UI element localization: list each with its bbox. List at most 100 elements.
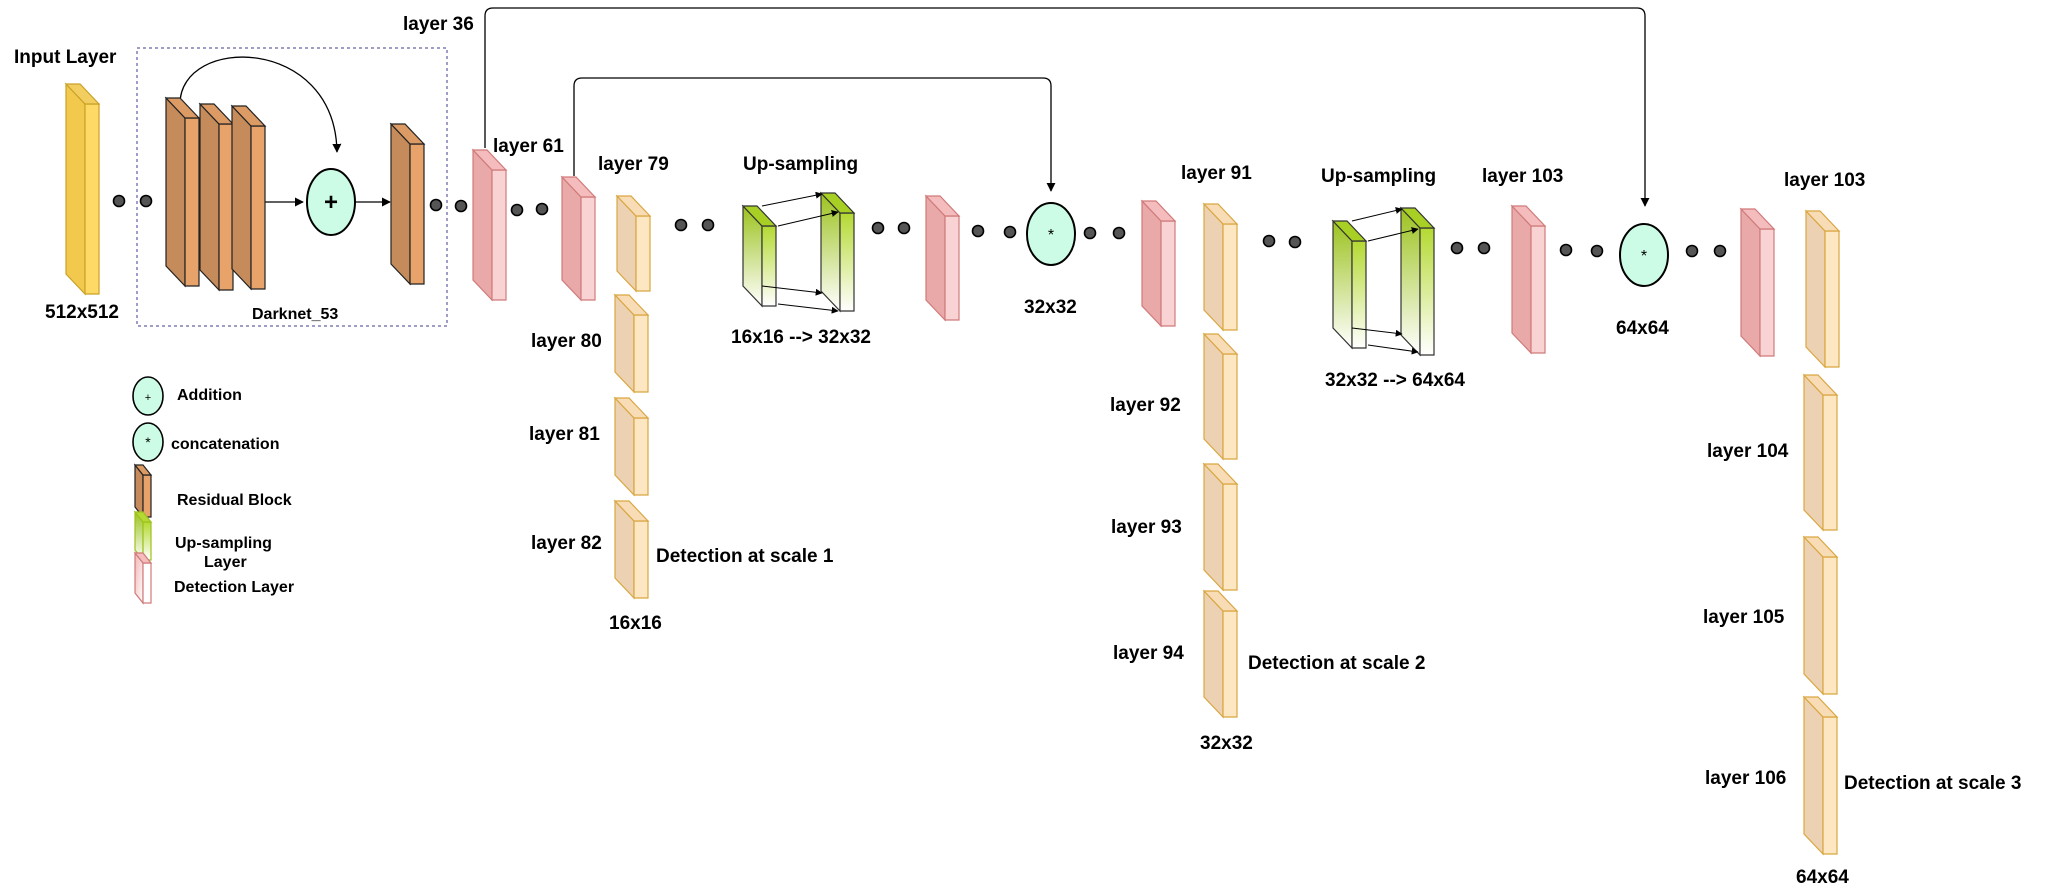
connector-dot [1003,225,1017,239]
connector-dot [971,224,985,238]
conv-layer-79 [615,194,652,293]
conv-layer-106 [1802,695,1839,856]
plus-icon: + [145,392,151,404]
layer-blocks [64,82,1841,856]
layer-103a-label: layer 103 [1482,166,1563,187]
asterisk-icon: * [1048,227,1054,244]
darknet-label: Darknet_53 [252,306,338,323]
layer-91-label: layer 91 [1181,163,1252,184]
layer-80-label: layer 80 [531,331,602,352]
connector-dot [112,194,126,208]
connector-dot [535,202,549,216]
detection-layer-61 [560,175,597,302]
residual-block-2 [198,102,235,292]
concat-2-size-label: 64x64 [1616,318,1669,339]
connector-dot [674,218,688,232]
legend-addition-label: Addition [177,387,242,404]
conv-layer-103b [1804,209,1841,369]
plus-icon: + [324,189,338,216]
layer-92-label: layer 92 [1110,395,1181,416]
connector-dot [1713,244,1727,258]
connector-dot [1262,234,1276,248]
layer-103b-label: layer 103 [1784,170,1865,191]
layer-81-label: layer 81 [529,424,600,445]
asterisk-icon: * [1641,248,1647,265]
detection-layer-pre-concat-2 [1510,204,1547,355]
layer-94-label: layer 94 [1113,643,1184,664]
residual-block-1 [164,96,201,288]
layer-106-label: layer 106 [1705,768,1786,789]
upsampling-input-1 [741,204,778,308]
skip-connection-layer-36 [484,7,1650,207]
connector-dot [871,221,885,235]
detection-layer-icon [133,551,153,605]
residual-block-icon [133,463,153,519]
residual-block-4 [389,122,426,286]
connector-dot [1590,244,1604,258]
upsampling-output-1 [819,191,856,313]
concat-1-size-label: 32x32 [1024,297,1077,318]
detection-scale-3-label: Detection at scale 3 [1844,773,2021,794]
conv-layer-81 [613,396,650,497]
connector-dot [1450,241,1464,255]
layer-82-label: layer 82 [531,533,602,554]
upsampling-2-label: Up-sampling [1321,166,1436,187]
size-64-label: 64x64 [1796,867,1849,888]
conv-layer-105 [1802,535,1839,696]
layer-61-label: layer 61 [493,136,564,157]
size-32-label: 32x32 [1200,733,1253,754]
concatenation-node-1: * [1026,202,1076,266]
detection-layer-post-concat-1 [1140,199,1177,328]
upsampling-arrows-1 [761,191,839,314]
connector-dots [112,194,1727,258]
connector-dot [1112,226,1126,240]
conv-layer-80 [613,293,650,394]
layer-104-label: layer 104 [1707,441,1789,462]
conv-layer-104 [1802,373,1839,532]
upsampling-2-dims: 32x32 --> 64x64 [1325,370,1465,391]
legend-upsampling-label-2: Layer [204,554,247,571]
asterisk-icon: * [145,434,151,450]
legend-detection-label: Detection Layer [174,579,294,596]
detection-scale-1-label: Detection at scale 1 [656,546,834,567]
conv-layer-82 [613,499,650,600]
conv-layer-94 [1202,589,1239,719]
conv-layer-93 [1202,462,1239,592]
connector-dot [454,199,468,213]
legend-concatenation-label: concatenation [171,436,279,453]
detection-scale-2-label: Detection at scale 2 [1248,653,1425,674]
upsampling-arrows-2 [1351,207,1419,355]
legend-addition: + Addition [132,376,242,416]
residual-block-3 [230,104,267,291]
upsampling-1-dims: 16x16 --> 32x32 [731,327,871,348]
residual-skip-arrow [179,56,342,153]
connector-dot [429,198,443,212]
layer-36-label: layer 36 [403,14,474,35]
layer-93-label: layer 93 [1111,517,1182,538]
conv-layer-92 [1202,332,1239,461]
skip-connection-layer-61 [573,77,1056,192]
connector-dot [1685,244,1699,258]
detection-layer-36 [471,148,508,302]
input-layer-label: Input Layer [14,47,117,68]
connector-dot [1288,235,1302,249]
layer-79-label: layer 79 [598,154,669,175]
upsampling-output-2 [1399,206,1436,357]
connector-dot [701,218,715,232]
connector-dot [897,221,911,235]
conv-layer-91 [1202,202,1239,332]
legend-concatenation: * concatenation [132,422,279,462]
connector-dot [1083,226,1097,240]
layer-105-label: layer 105 [1703,607,1785,628]
connector-dot [510,203,524,217]
connector-dot [1477,241,1491,255]
size-16-label: 16x16 [609,613,662,634]
detection-layer-post-concat-2 [1739,207,1776,358]
addition-node: + [306,168,356,236]
legend: + Addition * concatenation Residual Bloc… [132,376,294,605]
legend-upsampling-label-1: Up-sampling [175,535,272,552]
detection-layer-pre-concat-1 [924,194,961,322]
input-size-label: 512x512 [45,302,119,323]
upsampling-1-label: Up-sampling [743,154,858,175]
